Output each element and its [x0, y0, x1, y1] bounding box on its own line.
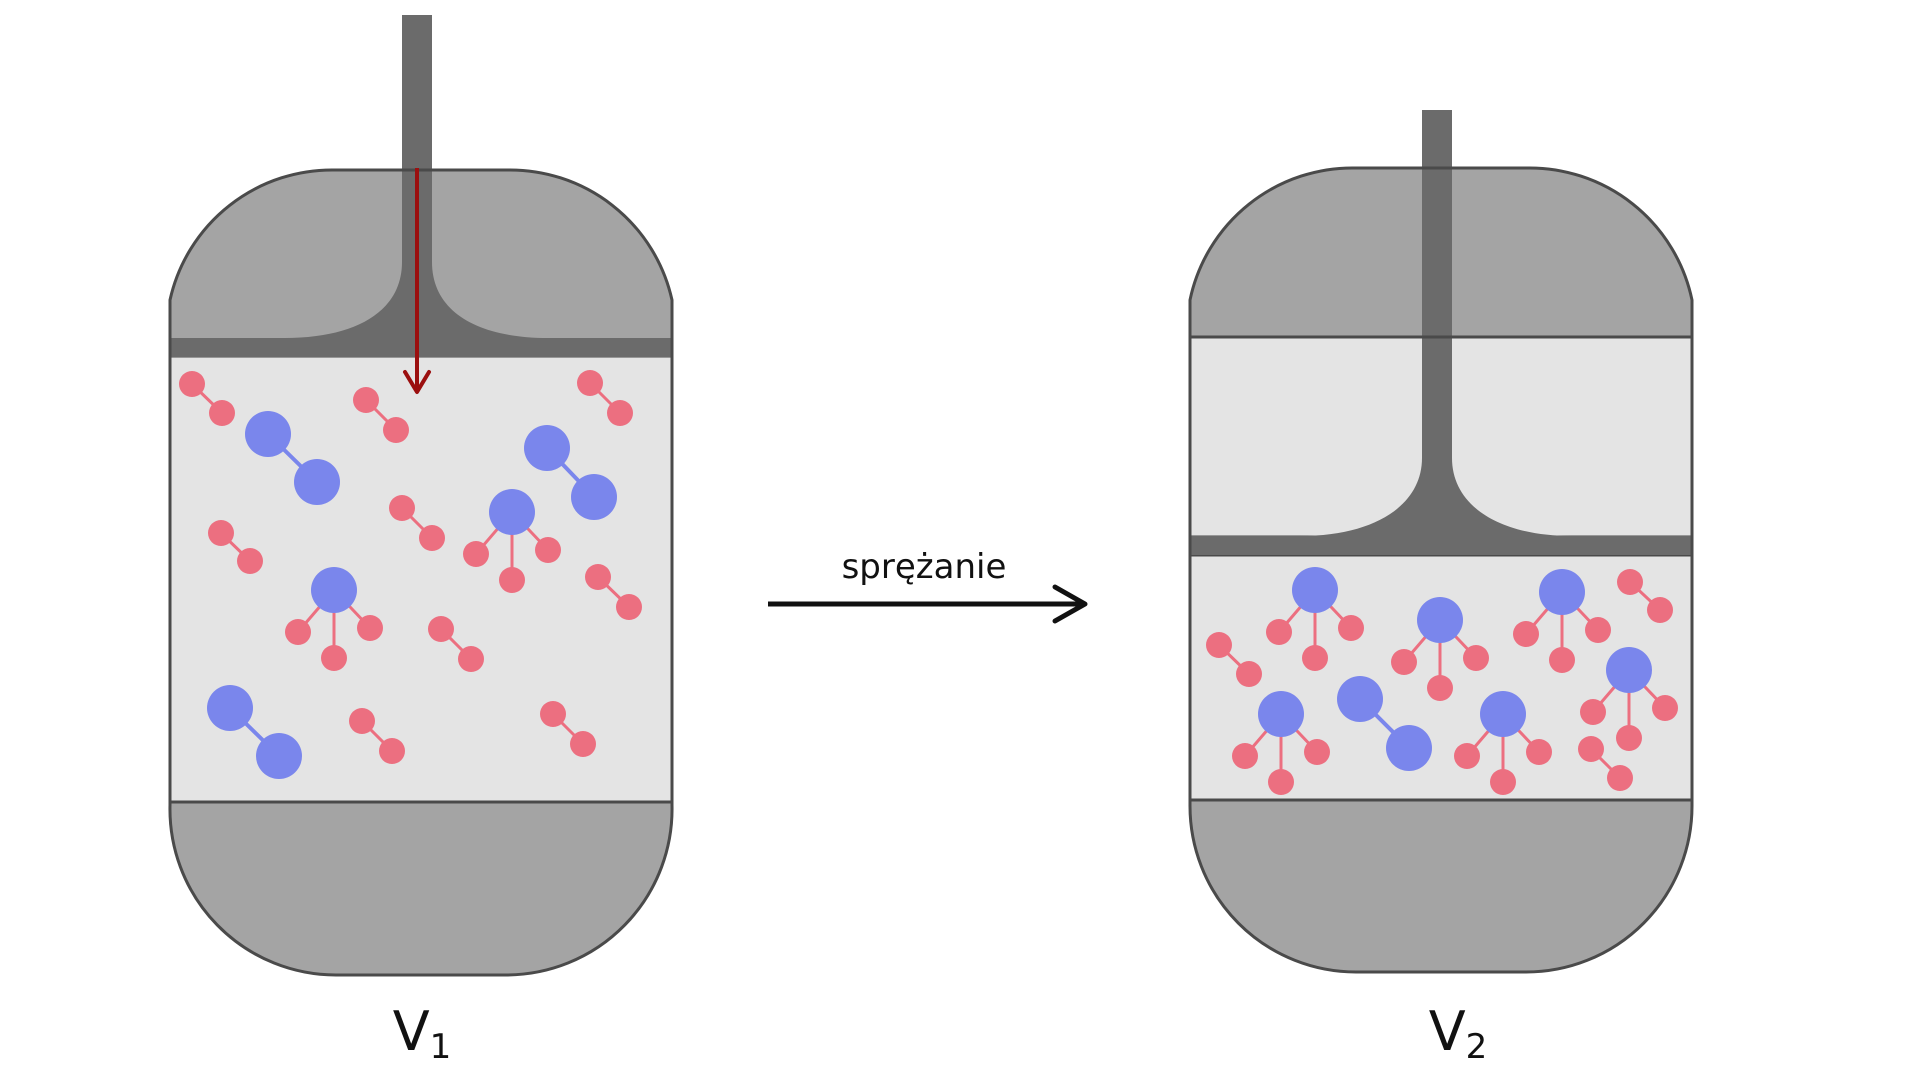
tetra-molecule [1580, 647, 1678, 751]
large-diatomic-molecule [524, 425, 617, 520]
molecules-before [179, 370, 642, 779]
volume-symbol-after: V [1429, 1000, 1466, 1063]
volume-subscript-before: 1 [430, 1027, 452, 1067]
small-diatomic-molecule [585, 564, 642, 620]
vessel-after-outline [1188, 166, 1694, 974]
volume-subscript-after: 2 [1466, 1027, 1488, 1067]
volume-label-before: V1 [393, 1000, 452, 1067]
vessel-before-outline [168, 168, 674, 977]
tetra-molecule [1454, 691, 1552, 795]
small-diatomic-molecule [353, 387, 409, 443]
large-diatomic-molecule [207, 685, 302, 779]
tetra-molecule [1513, 569, 1611, 673]
volume-symbol-before: V [393, 1000, 430, 1063]
tetra-molecule [1232, 691, 1330, 795]
tetra-molecule [1266, 567, 1364, 671]
molecules-after [1206, 567, 1678, 795]
piston-before [169, 169, 673, 357]
small-diatomic-molecule [208, 520, 263, 574]
small-diatomic-molecule [389, 495, 445, 551]
small-diatomic-molecule [1578, 736, 1633, 791]
small-diatomic-molecule [1206, 632, 1262, 687]
volume-label-after: V2 [1429, 1000, 1488, 1067]
small-diatomic-molecule [179, 371, 235, 426]
tetra-molecule [1391, 597, 1489, 701]
large-diatomic-molecule [245, 411, 340, 505]
vessel-before [168, 15, 674, 977]
vessel-after [1188, 110, 1694, 974]
push-arrow [403, 168, 431, 394]
large-diatomic-molecule [1337, 676, 1432, 771]
small-diatomic-molecule [540, 701, 596, 757]
piston-after [1189, 167, 1693, 555]
tetra-molecule [463, 489, 561, 593]
process-label: sprężanie [842, 547, 1007, 587]
process-arrow [768, 584, 1088, 624]
small-diatomic-molecule [428, 616, 484, 672]
small-diatomic-molecule [577, 370, 633, 426]
small-diatomic-molecule [349, 708, 405, 764]
tetra-molecule [285, 567, 383, 671]
small-diatomic-molecule [1617, 569, 1673, 623]
